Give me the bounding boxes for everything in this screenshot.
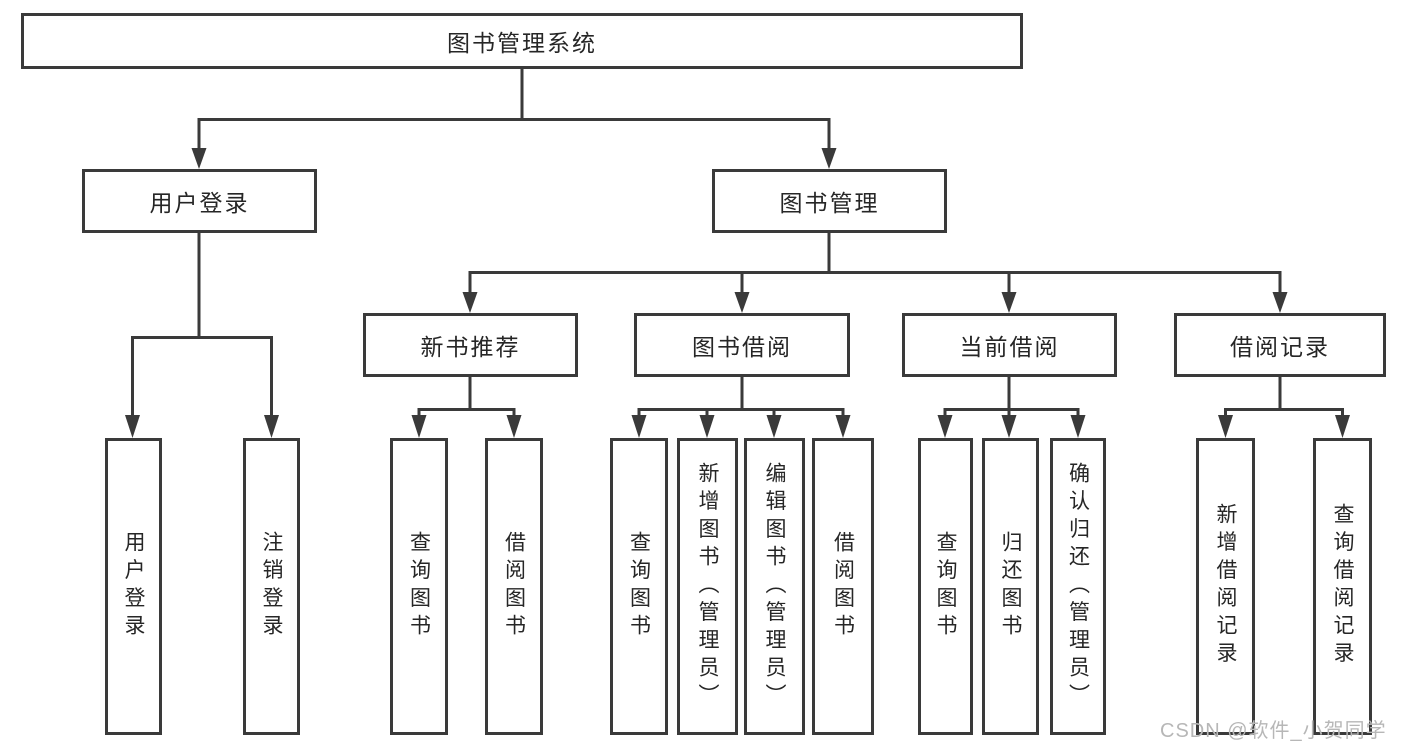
connector-current-bus: [943, 408, 1080, 420]
node-label: 借阅图书: [502, 531, 526, 642]
arrowhead: [766, 415, 782, 438]
arrowhead: [462, 292, 478, 313]
node-label: 当前借阅: [959, 334, 1060, 360]
node-label: 新书推荐: [420, 334, 521, 360]
node-label: 注销登录: [260, 531, 283, 642]
node-new-book-recommendation: 新书推荐: [363, 313, 578, 377]
node-label: 图书管理系统: [447, 30, 597, 56]
node-current-return-books: 归还图书: [982, 438, 1039, 735]
node-book-borrowing: 图书借阅: [634, 313, 850, 377]
node-borrow-borrow-books: 借阅图书: [812, 438, 874, 735]
connector-level3-bus: [468, 271, 1282, 294]
node-borrow-edit-books-admin: 编辑图书（管理员）: [744, 438, 805, 735]
node-label: 用户登录: [122, 531, 145, 642]
arrowhead: [1001, 415, 1017, 438]
arrowhead: [1001, 292, 1017, 313]
node-records-query-borrow-record: 查询借阅记录: [1313, 438, 1372, 735]
node-label: 查询图书: [407, 531, 431, 642]
node-label: 新增借阅记录: [1214, 503, 1237, 670]
node-book-management: 图书管理: [712, 169, 947, 233]
node-recommend-query-books: 查询图书: [390, 438, 448, 735]
node-label: 查询图书: [934, 531, 957, 642]
arrowhead: [835, 415, 851, 438]
arrowhead: [411, 415, 427, 438]
node-user-login: 用户登录: [82, 169, 317, 233]
node-label: 编辑图书（管理员）: [763, 461, 786, 712]
node-label: 新增图书（管理员）: [696, 461, 719, 712]
arrowhead: [506, 415, 522, 438]
node-current-borrowing: 当前借阅: [902, 313, 1117, 377]
node-label: 借阅图书: [831, 531, 855, 642]
connector-borrow-bus: [637, 408, 845, 420]
arrowhead: [1070, 415, 1086, 438]
node-label: 查询借阅记录: [1331, 503, 1354, 670]
watermark: CSDN @软件_小贺同学: [1160, 720, 1387, 742]
node-current-query-books: 查询图书: [918, 438, 973, 735]
connector-level2-bus: [197, 118, 831, 152]
node-label: 图书管理: [779, 190, 880, 216]
arrowhead: [821, 148, 837, 169]
node-user-login-leaf: 用户登录: [105, 438, 162, 735]
arrowhead: [1335, 415, 1350, 438]
node-recommend-borrow-books: 借阅图书: [485, 438, 543, 735]
arrowhead: [937, 415, 953, 438]
node-label: 图书借阅: [692, 334, 792, 360]
connector-records-bus: [1224, 408, 1344, 420]
arrowhead: [264, 415, 279, 438]
arrowhead: [631, 415, 647, 438]
connector-user-login-bus: [131, 336, 273, 420]
node-label: 归还图书: [999, 531, 1022, 642]
connector-recommend-bus: [417, 408, 516, 420]
node-label: 确认归还（管理员）: [1066, 461, 1090, 712]
node-records-add-borrow-record: 新增借阅记录: [1196, 438, 1255, 735]
arrowhead: [734, 292, 750, 313]
node-logout: 注销登录: [243, 438, 300, 735]
arrowhead: [125, 415, 140, 438]
node-borrow-add-books-admin: 新增图书（管理员）: [677, 438, 738, 735]
arrowhead: [1272, 292, 1288, 313]
arrowhead: [699, 415, 715, 438]
arrowhead: [191, 148, 207, 169]
arrowhead: [1218, 415, 1233, 438]
node-borrow-query-books: 查询图书: [610, 438, 668, 735]
node-current-confirm-return-admin: 确认归还（管理员）: [1050, 438, 1106, 735]
node-borrowing-records: 借阅记录: [1174, 313, 1386, 377]
node-label: 查询图书: [627, 531, 651, 642]
node-label: 借阅记录: [1230, 334, 1330, 360]
node-label: 用户登录: [149, 190, 250, 216]
node-library-management-system: 图书管理系统: [21, 13, 1023, 69]
